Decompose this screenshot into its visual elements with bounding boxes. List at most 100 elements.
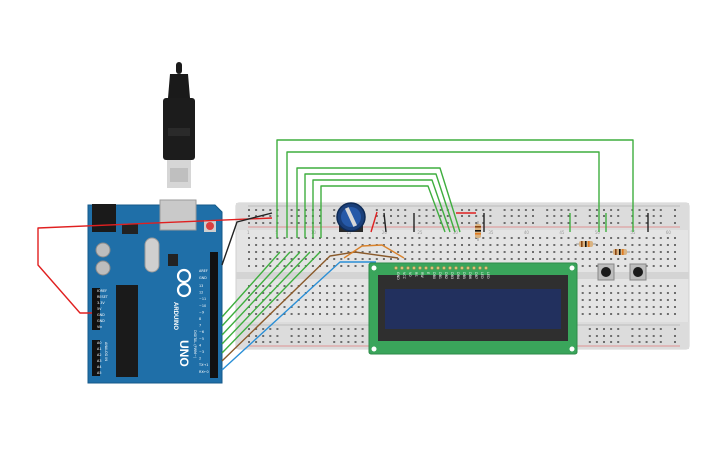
breadboard-column-number: 50: [595, 230, 601, 235]
lcd-pin: [472, 266, 476, 270]
breadboard-column-number: 40: [524, 230, 530, 235]
digital-header-label: DIGITAL (PWM~): [193, 330, 197, 359]
wires: [37, 139, 649, 371]
wire-green-d9: [221, 251, 311, 345]
digital-pin-label: TX→1: [198, 363, 208, 367]
lcd-pin-label: LED: [486, 272, 490, 279]
lcd-pin-label: DB7: [474, 272, 478, 279]
breadboard-column-number: 55: [630, 230, 636, 235]
digital-pin-label: 7: [199, 324, 201, 328]
wire-green-d10: [221, 251, 301, 336]
wire-green-loop-3: [296, 167, 461, 238]
arduino-model-label: UNO: [177, 340, 191, 367]
lcd-pin-label: E: [426, 272, 430, 274]
lcd-pin: [454, 266, 458, 270]
usb-cable: [163, 62, 195, 188]
digital-pin-label: ~3: [199, 350, 204, 354]
digital-pin-label: 12: [199, 291, 203, 295]
lcd-pin: [478, 266, 482, 270]
power-pin-label: GND: [97, 313, 105, 317]
wire-red-5v: [37, 217, 273, 314]
lcd-pin-label: V0: [408, 272, 412, 276]
lcd-pin-label: LED: [480, 272, 484, 279]
digital-pin-label: ~9: [199, 310, 204, 314]
power-pin-label: 3.3V: [97, 301, 105, 305]
lcd-pin-label: RS: [414, 272, 418, 277]
lcd-pin: [466, 266, 470, 270]
wire-red-jumper-1: [370, 211, 378, 233]
resistor-2: [576, 241, 596, 247]
digital-pin-label: ~10: [199, 304, 206, 308]
analog-pin-label: A0: [97, 341, 101, 345]
analog-pin-label: A4: [97, 365, 101, 369]
wire-green-d8: [221, 251, 321, 354]
lcd-pin-label: RW: [420, 272, 424, 278]
breadboard-column-number: 15: [346, 230, 352, 235]
lcd-pin: [412, 266, 416, 270]
lcd-pin: [400, 266, 404, 270]
lcd-screen: [385, 289, 561, 329]
wire-green-loop-1: [276, 139, 634, 238]
lcd-pin-label: DB2: [444, 272, 448, 279]
digital-pin-label: 4: [199, 343, 201, 347]
lcd-pin-label: DB3: [450, 272, 454, 279]
wire-green-loop-4: [304, 173, 456, 238]
lcd-pin: [394, 266, 398, 270]
digital-pin-label: ~11: [199, 297, 206, 301]
wire-black-jumper-1: [383, 212, 387, 233]
lcd-pin: [460, 266, 464, 270]
digital-pin-label: 13: [199, 284, 203, 288]
lcd-pin: [406, 266, 410, 270]
arduino-brand-label: ARDUINO: [172, 302, 178, 330]
wire-green-d12: [221, 251, 281, 318]
digital-pin-label: RX←0: [199, 370, 209, 374]
analog-pin-label: A1: [97, 347, 101, 351]
wire-blue-d2: [221, 261, 376, 371]
lcd-pin-label: DB4: [456, 272, 460, 279]
lcd-pin: [430, 266, 434, 270]
lcd-pin-label: DB1: [438, 272, 442, 279]
power-pin-label: GND: [97, 319, 105, 323]
wire-green-d11: [221, 251, 291, 327]
power-pin-label: Vin: [97, 325, 102, 329]
lcd-pin: [424, 266, 428, 270]
resistor-3: [610, 249, 630, 255]
lcd-pin: [436, 266, 440, 270]
breadboard-column-number: 25: [417, 230, 423, 235]
lcd-pin: [442, 266, 446, 270]
lcd-pin-label: DB5: [462, 272, 466, 279]
breadboard-column-number: 1: [247, 230, 250, 235]
digital-pin-label: ~5: [199, 337, 204, 341]
analog-pin-label: A2: [97, 353, 101, 357]
gnd-label: GND: [199, 276, 207, 280]
digital-pin-label: 2: [199, 357, 201, 361]
wire-green-loop-6: [320, 185, 446, 238]
digital-pin-labels: 13 12 ~11 ~10 ~9 8 7 ~6 ~5 4 ~3 2TX→1RX←0: [198, 284, 209, 374]
breadboard-column-number: 35: [488, 230, 494, 235]
power-pin-label: IOREF: [97, 289, 107, 293]
analog-pin-label: A3: [97, 359, 101, 363]
potentiometer: [336, 202, 366, 232]
lcd-pin: [448, 266, 452, 270]
breadboard-column-number: 60: [666, 230, 672, 235]
push-button-1: [597, 263, 615, 281]
resistor-1: [475, 221, 481, 241]
digital-pin-label: ~6: [199, 330, 204, 334]
lcd-pin-label: VCC: [402, 272, 406, 280]
digital-pin-label: 8: [199, 317, 201, 321]
breadboard-column-number: 20: [382, 230, 388, 235]
aref-label: AREF: [199, 269, 208, 273]
wire-brown-d4: [221, 251, 399, 362]
power-pin-label: 5V: [97, 307, 102, 311]
wire-black-gnd: [221, 212, 273, 266]
push-button-2: [629, 263, 647, 281]
lcd-pin: [484, 266, 488, 270]
lcd-pin-label: DB0: [432, 272, 436, 279]
lcd-pin-label: GND: [396, 272, 400, 280]
